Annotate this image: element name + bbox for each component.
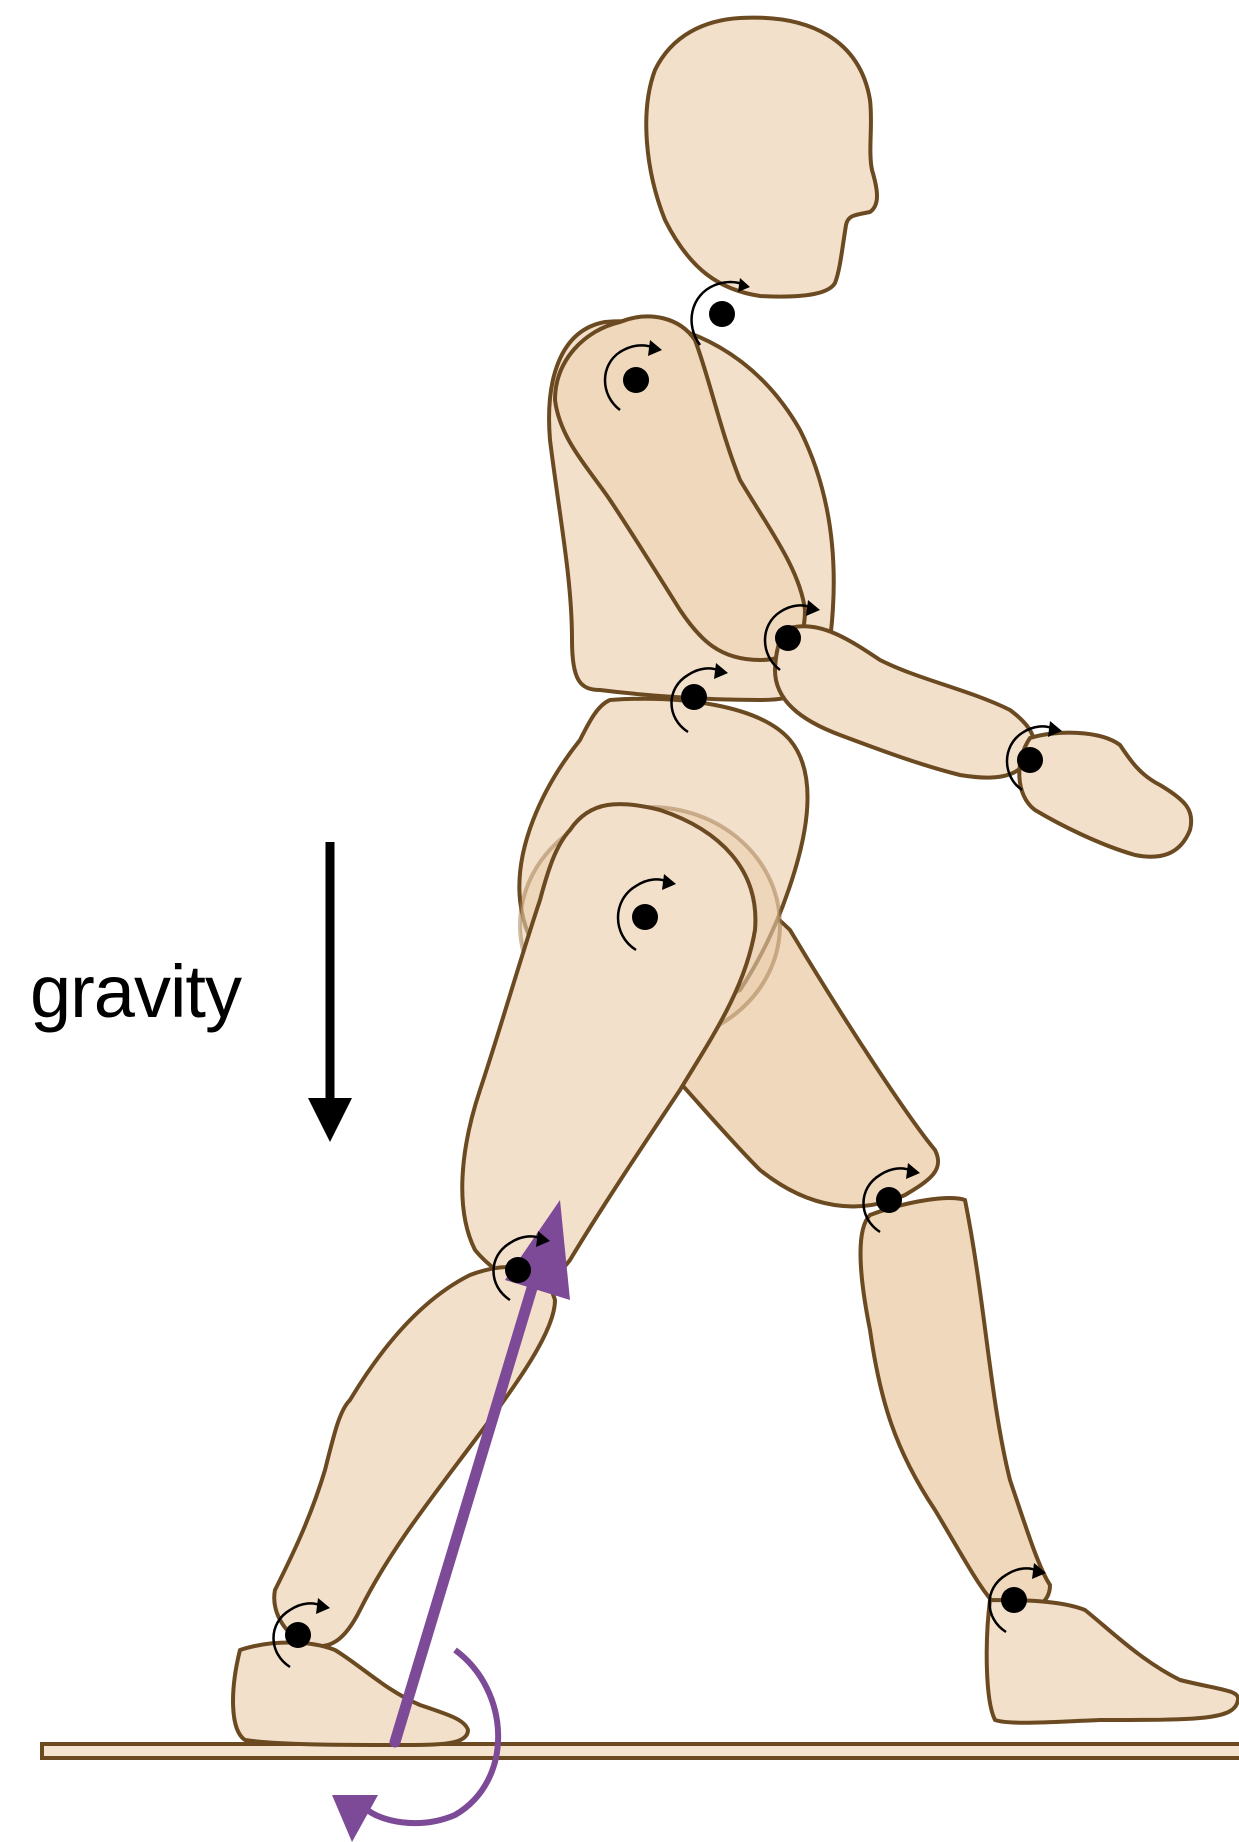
forearm bbox=[775, 626, 1034, 777]
gravity-label: gravity bbox=[30, 955, 241, 1029]
gravity-arrow-head bbox=[308, 1098, 352, 1142]
ground-line bbox=[42, 1744, 1239, 1758]
back-shin bbox=[861, 1198, 1050, 1611]
hand bbox=[1019, 733, 1191, 857]
front-shin bbox=[274, 1267, 555, 1646]
back-foot bbox=[987, 1600, 1238, 1723]
head bbox=[646, 18, 877, 297]
front-foot bbox=[233, 1643, 468, 1746]
ankle-moment-arrow-head bbox=[332, 1795, 378, 1842]
neck-joint bbox=[692, 278, 750, 345]
